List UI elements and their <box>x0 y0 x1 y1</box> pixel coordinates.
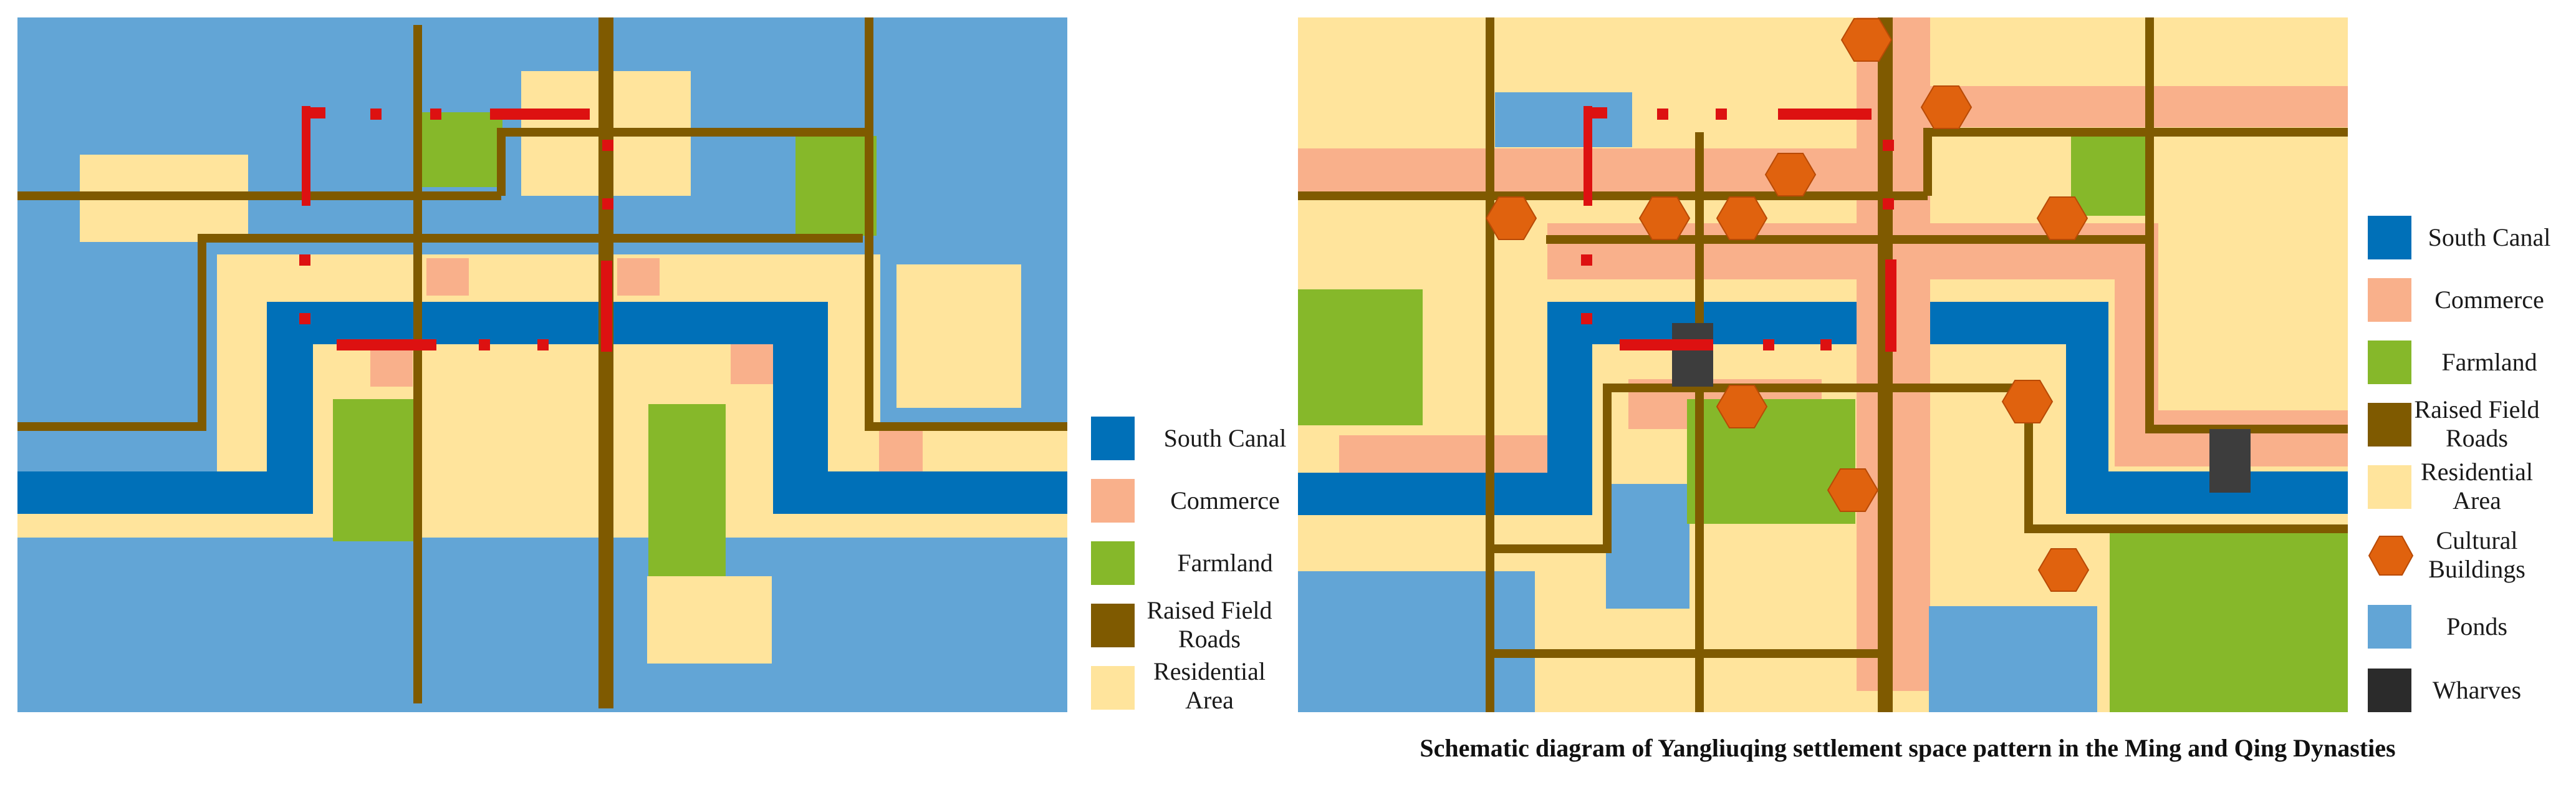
swatch-raised-field-roads <box>1091 604 1135 647</box>
legend-label: Farmland <box>1177 549 1273 577</box>
legend-item-residential-area: Residential Area <box>1091 657 1353 714</box>
raised-field-roads <box>17 17 1067 708</box>
cultural-building <box>1920 85 1973 129</box>
legend-item-raised-field-roads: Raised Field Roads <box>2368 395 2576 452</box>
legend-label: Ponds <box>2446 612 2507 640</box>
red-markers <box>299 106 613 352</box>
cultural-building <box>1716 196 1768 240</box>
legend-label: Raised Field Roads <box>2414 395 2540 452</box>
swatch-farmland <box>2368 340 2411 384</box>
red-markers <box>1581 106 1896 352</box>
right-map <box>1298 17 2348 712</box>
legend-item-farmland: Farmland <box>1091 541 1353 585</box>
farmland-areas <box>1298 131 2348 712</box>
legend-item-south-canal: South Canal <box>1091 417 1353 460</box>
cultural-building <box>1840 18 1893 62</box>
legend-label: Commerce <box>1170 486 1280 514</box>
legend-item-commerce: Commerce <box>1091 479 1353 523</box>
legend-label: South Canal <box>1163 424 1287 452</box>
legend-label: Raised Field Roads <box>1146 596 1272 653</box>
cultural-building <box>2037 548 2090 592</box>
south-canal <box>1298 302 1857 515</box>
cultural-building <box>1827 468 1879 512</box>
legend-label: South Canal <box>2428 223 2551 251</box>
swatch-farmland <box>1091 541 1135 585</box>
figure-caption: Schematic diagram of Yangliuqing settlem… <box>1420 734 2396 762</box>
cultural-building <box>2001 380 2054 423</box>
legend-label: Residential Area <box>2421 458 2533 514</box>
legend-item-commerce: Commerce <box>2368 278 2576 322</box>
legend-item-raised-field-roads: Raised Field Roads <box>1091 596 1353 653</box>
cultural-building <box>1764 153 1817 196</box>
swatch-commerce <box>1091 479 1135 523</box>
legend-item-ponds: Ponds <box>2368 605 2576 649</box>
hexagon-icon <box>2368 536 2414 576</box>
legend-right: South Canal Commerce Farmland Raised Fie… <box>2368 216 2574 715</box>
left-map <box>17 17 1067 712</box>
legend-left: South Canal Commerce Farmland Raised Fie… <box>1091 417 1353 728</box>
swatch-ponds <box>2368 605 2411 649</box>
legend-label: Farmland <box>2441 348 2537 376</box>
swatch-residential-area <box>2368 465 2411 509</box>
cultural-building <box>2036 196 2088 240</box>
legend-label: Commerce <box>2434 286 2544 314</box>
swatch-south-canal <box>2368 216 2411 259</box>
legend-label: Residential Area <box>1153 657 1266 714</box>
legend-label: Wharves <box>2432 676 2522 704</box>
swatch-commerce <box>2368 278 2411 322</box>
south-canal-east <box>1930 302 2348 514</box>
swatch-wharves <box>2368 669 2411 712</box>
legend-item-wharves: Wharves <box>2368 669 2576 712</box>
commerce-areas <box>370 258 923 471</box>
cultural-building <box>1716 385 1768 428</box>
cultural-buildings <box>1485 18 2090 592</box>
legend-item-farmland: Farmland <box>2368 340 2576 384</box>
south-canal <box>17 302 1067 514</box>
swatch-residential-area <box>1091 666 1135 710</box>
wharves <box>1672 323 2251 493</box>
ponds <box>1298 92 2097 712</box>
swatch-south-canal <box>1091 417 1135 460</box>
legend-item-south-canal: South Canal <box>2368 216 2576 259</box>
cultural-building <box>1638 196 1691 240</box>
cultural-building <box>1485 196 1537 240</box>
swatch-raised-field-roads <box>2368 403 2411 447</box>
legend-item-cultural-buildings: Cultural Buildings <box>2368 526 2576 583</box>
raised-field-roads <box>1298 17 2348 712</box>
legend-item-residential-area: Residential Area <box>2368 458 2576 514</box>
farmland-areas <box>333 112 877 576</box>
legend-label: Cultural Buildings <box>2428 526 2526 583</box>
